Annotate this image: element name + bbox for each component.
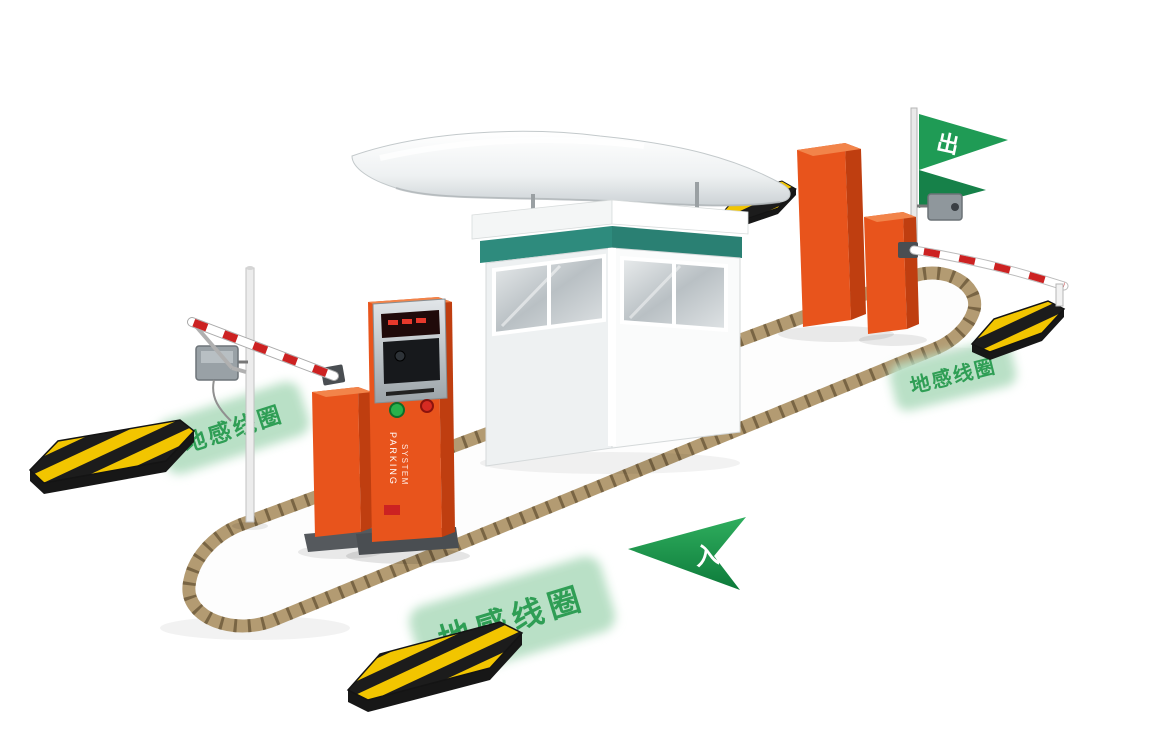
teal-band-right xyxy=(612,226,742,258)
arm-tip-support xyxy=(1055,283,1064,307)
canopy-highlight xyxy=(379,137,645,161)
ticket-slot xyxy=(386,388,434,396)
canopy-edge xyxy=(395,187,781,207)
short-tower-front xyxy=(864,212,907,334)
short-tower-top xyxy=(864,212,916,222)
gate-side xyxy=(358,387,374,532)
ticket-button[interactable] xyxy=(389,402,405,418)
tall-tower-top xyxy=(797,143,861,156)
speed-bump-left xyxy=(28,419,196,494)
exit-flag xyxy=(919,114,1008,170)
arm-stripes xyxy=(913,246,1066,290)
short-tower-side xyxy=(903,212,919,329)
tower-shadow xyxy=(859,334,927,346)
cornice-right xyxy=(611,199,749,235)
camera-lens-icon xyxy=(394,350,406,362)
machine-logo-badge xyxy=(384,505,400,515)
teal-band-left xyxy=(480,226,612,263)
exit-barrier-towers xyxy=(797,143,919,334)
arm-support-strut xyxy=(192,322,234,370)
speed-bump-bottom xyxy=(346,621,524,712)
canopy-post xyxy=(695,182,699,212)
pole xyxy=(245,267,255,523)
tall-tower-side xyxy=(845,143,866,320)
camera-panel xyxy=(383,338,440,384)
exit-flag-label: 出 xyxy=(934,129,961,158)
ticket-machine: PARKING SYSTEM xyxy=(356,297,459,555)
corner-post xyxy=(608,248,616,446)
gate-top xyxy=(312,387,372,397)
pole-cap xyxy=(246,266,254,270)
canopy xyxy=(351,130,791,216)
exit-flag-pole: 出 xyxy=(910,107,1008,271)
cable xyxy=(212,379,232,422)
speed-bump-right xyxy=(970,300,1066,360)
ground-loop-patch xyxy=(156,381,310,475)
tower-shadow xyxy=(778,326,894,342)
pole-shadow xyxy=(232,522,268,530)
island-curb-hatch xyxy=(182,266,982,633)
arm-support-foot xyxy=(231,366,247,374)
machine-brand-text2: SYSTEM xyxy=(400,444,409,486)
machine-brand-text: PARKING xyxy=(388,432,398,486)
help-button[interactable] xyxy=(420,399,434,413)
camera-box xyxy=(927,193,963,221)
guard-booth xyxy=(471,199,749,467)
gate-front xyxy=(312,387,361,537)
entry-arrow-shape xyxy=(628,517,746,590)
led-segment xyxy=(402,319,412,324)
entry-arrow: 入 xyxy=(628,517,746,590)
teal-band-shade xyxy=(612,226,742,258)
arm-stripes xyxy=(190,318,336,380)
led-segment xyxy=(416,318,426,323)
tall-tower-front xyxy=(797,143,851,327)
canopy-post xyxy=(531,194,535,216)
glass-streak xyxy=(500,264,562,328)
entry-arrow-label: 入 xyxy=(693,541,721,571)
led-segment xyxy=(388,320,398,325)
exit-barrier-arm xyxy=(898,242,1069,307)
camera-lens-icon xyxy=(951,203,959,211)
glass-streak xyxy=(628,264,682,320)
intercom-pole xyxy=(195,266,255,523)
